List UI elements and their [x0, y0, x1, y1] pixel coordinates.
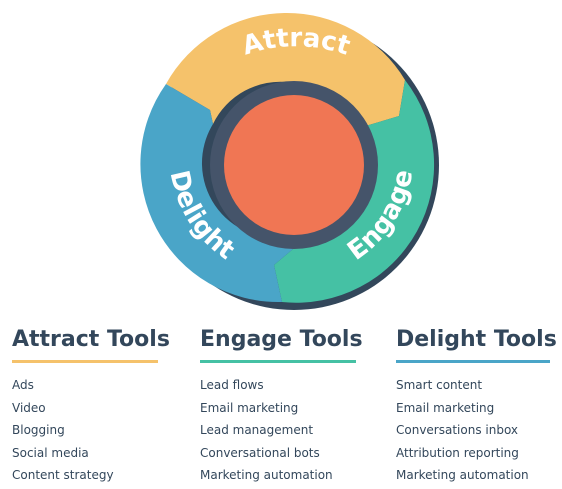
flywheel-diagram: Attract Engage Delight	[140, 12, 439, 310]
list-item: Smart content	[396, 378, 483, 392]
column-title: Delight Tools	[396, 327, 557, 352]
tools-list: Ads Video Blogging Social media Content …	[12, 374, 158, 487]
column-title: Attract Tools	[12, 327, 170, 352]
tools-list: Smart content Email marketing Conversati…	[396, 374, 550, 487]
list-item: Email marketing	[200, 400, 299, 415]
list-item: Marketing automation	[200, 468, 333, 482]
engage-tools-column: Engage Tools Lead flows Email marketing …	[200, 324, 363, 487]
column-underline	[12, 360, 158, 363]
list-item: Video	[12, 400, 46, 415]
attract-tools-column: Attract Tools Ads Video Blogging Social …	[12, 324, 170, 487]
list-item: Email marketing	[396, 400, 495, 415]
list-item: Conversational bots	[200, 445, 320, 460]
delight-tools-column: Delight Tools Smart content Email market…	[396, 324, 557, 487]
list-item: Content strategy	[12, 468, 114, 482]
tools-list: Lead flows Email marketing Lead manageme…	[200, 374, 356, 487]
list-item: Lead management	[200, 423, 314, 437]
list-item: Marketing automation	[396, 468, 529, 482]
delight-segment	[140, 84, 299, 303]
column-title: Engage Tools	[200, 327, 363, 352]
list-item: Ads	[12, 378, 34, 392]
hub-core	[224, 95, 364, 235]
list-item: Attribution reporting	[396, 445, 519, 460]
list-item: Blogging	[12, 423, 65, 437]
list-item: Conversations inbox	[396, 423, 519, 437]
list-item: Lead flows	[200, 378, 264, 392]
column-underline	[200, 360, 356, 363]
list-item: Social media	[12, 445, 89, 460]
column-underline	[396, 360, 550, 363]
